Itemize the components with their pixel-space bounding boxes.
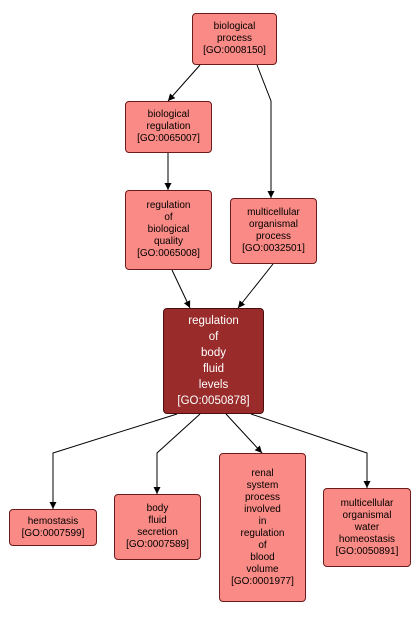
- edge-rbfl-to-bfs: [153, 413, 201, 494]
- node-label-line: process: [255, 231, 291, 242]
- node-label-line: fluid: [148, 515, 167, 526]
- node-label-line: involved: [244, 503, 281, 515]
- node-label-line: biological: [213, 21, 256, 32]
- node-label-line: regulation: [240, 527, 285, 539]
- node-label-line: volume: [246, 563, 279, 575]
- node-label-line: body: [146, 503, 169, 514]
- node-label-line: regulation: [146, 200, 191, 211]
- node-label-line: of: [208, 331, 219, 343]
- node-label-line: [GO:0050891]: [335, 545, 399, 557]
- node-label-line: regulation: [146, 121, 191, 132]
- node-label-line: regulation: [188, 315, 239, 327]
- node-label-line: process: [216, 33, 252, 44]
- node-label-line: body: [201, 347, 226, 359]
- node-label-line: [GO:0007589]: [126, 539, 189, 550]
- node-label-line: process: [244, 491, 280, 503]
- node-label-line: levels: [198, 379, 229, 391]
- node-label-line: organismal: [342, 509, 392, 521]
- edge-bp-to-mop: [256, 64, 275, 198]
- node-label-line: multicellular: [340, 497, 394, 509]
- node-label-line: quality: [154, 236, 183, 247]
- node-label-line: [GO:0001977]: [231, 575, 294, 587]
- node-label-line: [GO:0007599]: [21, 527, 85, 539]
- node-label-line: [GO:0065007]: [137, 133, 200, 144]
- node-label-line: of: [258, 539, 267, 551]
- node-hemostasis[interactable]: hemostasis[GO:0007599]: [9, 509, 97, 546]
- node-label-line: [GO:0065008]: [137, 248, 200, 259]
- node-label-line: multicellular: [247, 207, 300, 218]
- edge-rbq-to-rbfl: [171, 269, 191, 309]
- node-label-line: [GO:0008150]: [203, 45, 266, 56]
- node-label-line: water: [354, 521, 380, 533]
- edge-rbfl-to-hem: [49, 413, 178, 509]
- node-label-line: of: [164, 212, 173, 223]
- node-label-line: biological: [147, 224, 190, 235]
- node-label-line: organismal: [249, 219, 298, 230]
- node-label-line: fluid: [202, 363, 225, 375]
- node-regulation-of-body-fluid-levels[interactable]: regulation of body fluid levels [GO:0050878]: [163, 308, 264, 414]
- edge-rbfl-to-mowh: [250, 413, 371, 488]
- node-label-line: system: [246, 479, 279, 491]
- node-label-line: [GO:0032501]: [242, 243, 305, 254]
- node-label-line: secretion: [137, 527, 178, 538]
- node-label-line: renal: [251, 467, 274, 479]
- node-label-line: biological: [147, 109, 190, 120]
- node-label-line: hemostasis: [27, 515, 79, 527]
- edge-rbfl-to-rspv: [225, 413, 263, 454]
- node-label-line: homeostasis: [338, 533, 396, 545]
- edge-mop-to-rbfl: [237, 263, 274, 309]
- node-label-line: in: [258, 515, 267, 527]
- node-label-line: [GO:0050878]: [177, 395, 250, 407]
- node-label-line: blood: [250, 551, 275, 563]
- edge-bp-to-br: [167, 64, 201, 102]
